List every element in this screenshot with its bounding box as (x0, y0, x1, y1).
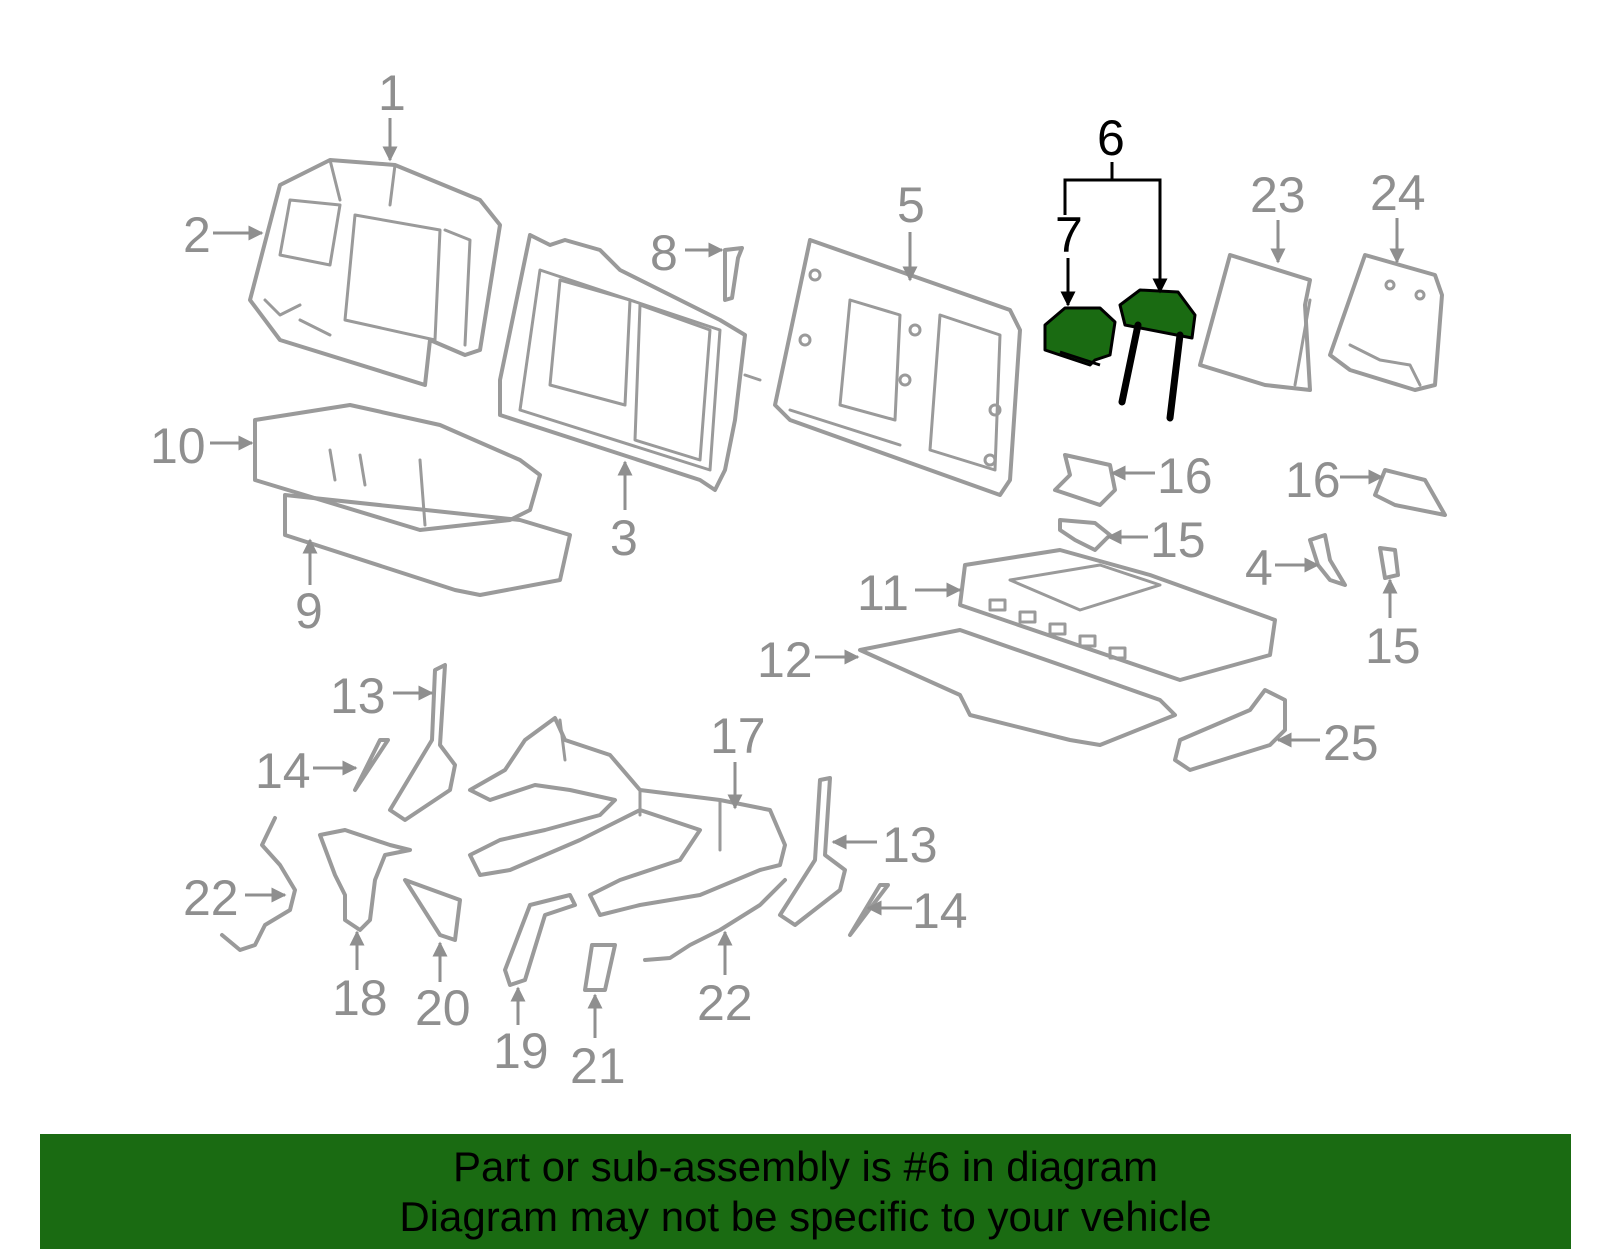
cable-22-right-part (643, 878, 787, 962)
trim-14-right-part (848, 883, 890, 937)
piece-21-part (583, 943, 617, 992)
callout-14-left: 14 (255, 743, 311, 799)
callout-15-right: 15 (1365, 618, 1421, 674)
callout-11: 11 (857, 565, 909, 621)
hinge-cover-13-right-part (778, 776, 847, 927)
clip-15-left-part (1058, 518, 1112, 552)
trim-20-part (403, 878, 462, 942)
cushion-frame-part (958, 548, 1277, 682)
callout-16-right: 16 (1285, 452, 1341, 508)
cushion-pan-part (858, 628, 1177, 747)
callout-10: 10 (150, 418, 206, 474)
banner-line-1: Part or sub-assembly is #6 in diagram (453, 1143, 1158, 1190)
callout-19: 19 (493, 1023, 549, 1079)
callout-7: 7 (1055, 207, 1083, 263)
clip-15-right-part (1378, 546, 1400, 580)
callout-17: 17 (710, 708, 766, 764)
callout-4: 4 (1245, 540, 1273, 596)
bracket-16-right-part (1373, 468, 1447, 517)
callout-16-left: 16 (1157, 448, 1213, 504)
info-banner: Part or sub-assembly is #6 in diagram Di… (40, 1134, 1571, 1249)
callout-3: 3 (610, 510, 638, 566)
callout-13-right: 13 (882, 817, 938, 873)
hinge-cover-13-left-part (388, 663, 457, 822)
callout-23: 23 (1250, 167, 1306, 223)
callout-21: 21 (570, 1038, 626, 1094)
seat-back-panel-part (773, 238, 1022, 497)
parts-diagram: 1 2 3 4 5 6 7 8 9 10 11 12 13 13 14 14 1… (150, 65, 1447, 1094)
seat-cushion-cover-part (253, 403, 542, 532)
callout-22-right: 22 (697, 975, 753, 1031)
callout-22-left: 22 (183, 870, 239, 926)
callout-13-left: 13 (330, 668, 386, 724)
bracket-4-part (1308, 533, 1347, 587)
callout-9: 9 (295, 583, 323, 639)
callout-5: 5 (897, 177, 925, 233)
callout-12: 12 (757, 632, 813, 688)
callout-1: 1 (378, 65, 406, 121)
callout-25: 25 (1323, 715, 1379, 771)
headrest-highlighted-part (1043, 288, 1197, 422)
callout-24: 24 (1370, 165, 1426, 221)
bracket-16-left-part (1053, 453, 1117, 507)
rail-19-part (503, 893, 577, 987)
cable-22-left-part (220, 816, 297, 952)
callout-8: 8 (650, 225, 678, 281)
back-panel-trim-part (1328, 253, 1444, 392)
seat-back-frame-part (498, 233, 762, 492)
banner-line-2: Diagram may not be specific to your vehi… (399, 1193, 1212, 1240)
callout-2: 2 (183, 207, 211, 263)
bracket-part (723, 246, 744, 302)
bracket-18-part (318, 828, 412, 932)
trim-25-part (1173, 688, 1287, 772)
callout-20: 20 (415, 980, 471, 1036)
seat-back-cover-part (248, 158, 502, 387)
callout-15-left: 15 (1150, 512, 1206, 568)
back-panel-part (1198, 253, 1312, 392)
trim-14-left-part (353, 738, 390, 792)
seat-frame-17-part (468, 716, 787, 917)
callout-14-right: 14 (912, 883, 968, 939)
callout-18: 18 (332, 970, 388, 1026)
callout-6: 6 (1097, 110, 1125, 166)
